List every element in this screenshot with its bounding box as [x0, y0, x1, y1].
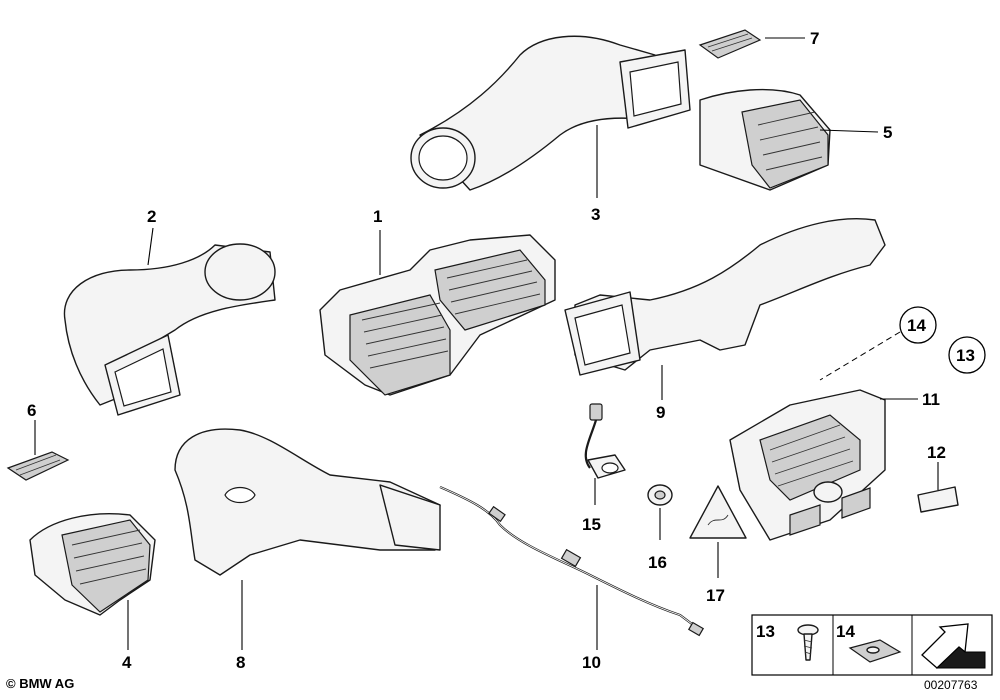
air-duct-upper — [410, 35, 691, 191]
circled-label-14: 14 — [907, 316, 926, 335]
small-motor — [647, 484, 673, 506]
part-label-3: 3 — [591, 205, 600, 224]
wiring-harness — [439, 485, 705, 637]
legend-label-13: 13 — [756, 622, 775, 641]
part-label-9: 9 — [656, 403, 665, 422]
part-label-6: 6 — [27, 401, 36, 420]
screw-icon — [797, 624, 819, 661]
part-label-8: 8 — [236, 653, 245, 672]
part-label-16: 16 — [648, 553, 667, 572]
side-vent-outlet-left — [29, 513, 156, 616]
cover-plate — [917, 486, 959, 513]
part-label-5: 5 — [883, 123, 892, 142]
air-duct-left — [63, 243, 276, 416]
part-label-2: 2 — [147, 207, 156, 226]
clip-icon — [848, 639, 902, 663]
part-label-11: 11 — [922, 390, 940, 409]
rear-console-vent — [729, 389, 886, 541]
circled-ref-13: 13 — [948, 336, 986, 374]
part-label-7: 7 — [810, 29, 819, 48]
circled-label-13: 13 — [956, 346, 975, 365]
part-label-10: 10 — [582, 653, 601, 672]
side-vent-outlet-right — [699, 88, 831, 191]
part-label-4: 4 — [122, 653, 132, 672]
gasket-small-left — [6, 451, 70, 481]
gasket-small-top — [698, 29, 762, 59]
part-label-15: 15 — [582, 515, 601, 534]
document-number: 00207763 — [924, 678, 978, 692]
warning-label — [689, 485, 747, 539]
part-label-1: 1 — [373, 207, 382, 226]
air-duct-lower — [174, 428, 441, 576]
copyright-notice: © BMW AG — [6, 676, 75, 691]
arrow-symbol-icon — [921, 623, 986, 669]
legend-label-14: 14 — [836, 622, 855, 641]
temperature-sensor — [584, 403, 626, 479]
fastener-legend-box: 13 14 — [751, 614, 993, 676]
part-label-12: 12 — [927, 443, 946, 462]
circled-ref-14: 14 — [899, 306, 937, 344]
part-label-17: 17 — [706, 586, 725, 605]
air-duct-right — [564, 218, 886, 376]
center-dash-vent — [319, 234, 556, 396]
